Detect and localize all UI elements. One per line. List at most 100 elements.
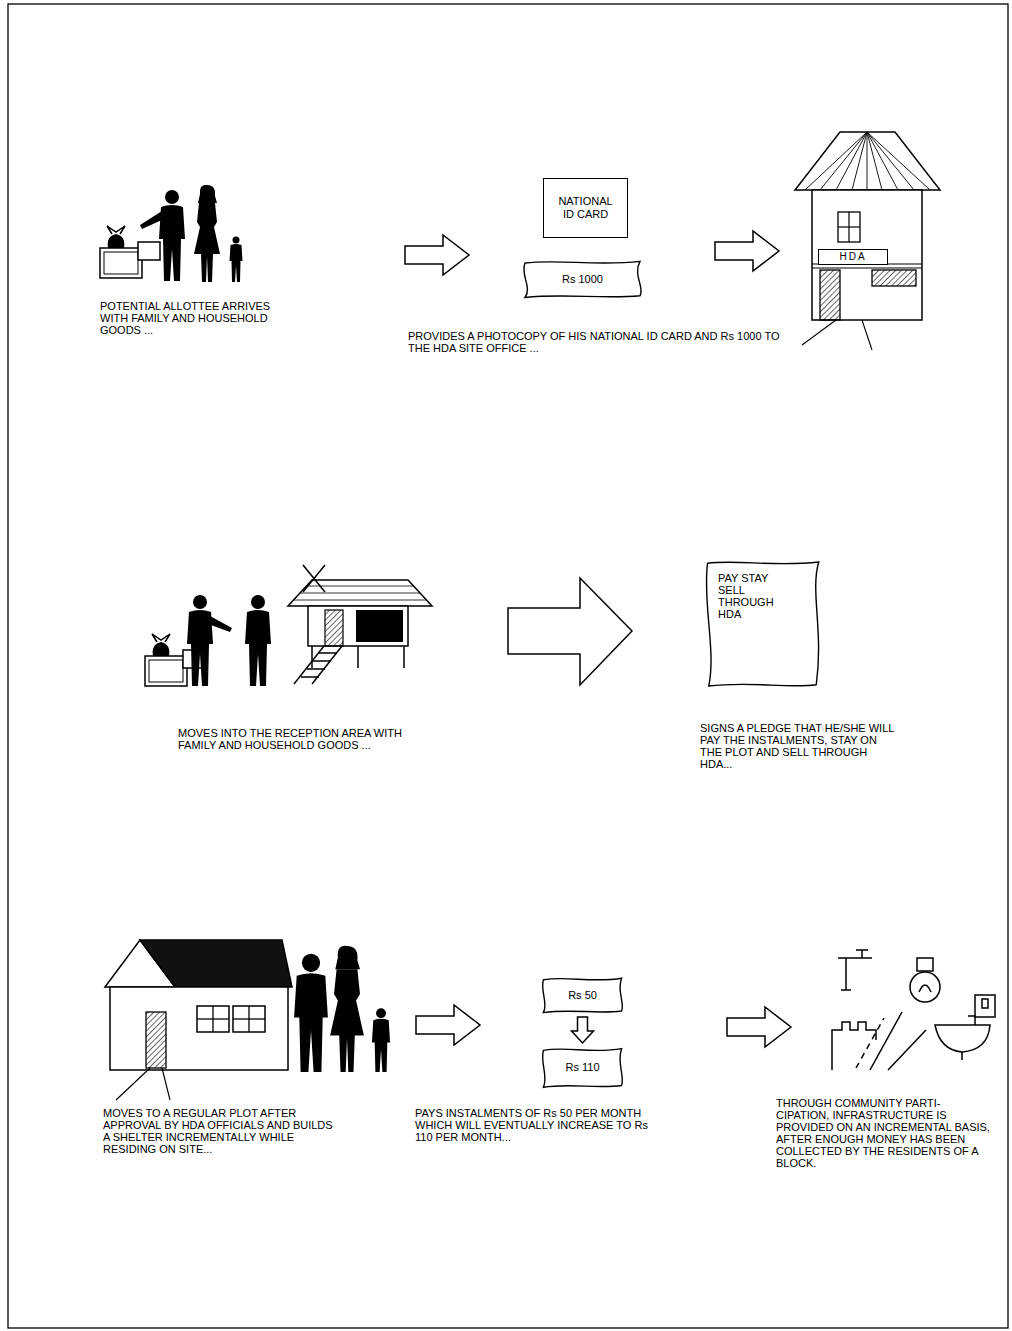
node-text: NATIONAL ID CARD (552, 195, 619, 221)
arriving-family-part (230, 237, 243, 283)
site-office-building (795, 132, 940, 350)
site-office-building-part-part (852, 132, 867, 190)
node-text: Rs 110 (565, 1061, 599, 1074)
office-sign: HDA (818, 249, 888, 265)
house-and-family-part (197, 1006, 229, 1032)
house-and-family (105, 940, 390, 1100)
site-office-building-part-part (867, 132, 868, 190)
step-caption: POTENTIAL ALLOTTEE ARRIVES WITH FAMILY A… (100, 300, 280, 336)
arriving-family-part-part (159, 190, 185, 281)
page-frame (8, 4, 1008, 1328)
arriving-family-part (194, 185, 220, 282)
infrastructure-icons-part (919, 985, 931, 992)
reception-scene-part (303, 565, 325, 592)
house-and-family-part (146, 1012, 166, 1068)
reception-scene-part (303, 565, 325, 592)
step-caption: SIGNS A PLEDGE THAT HE/SHE WILL PAY THE … (700, 722, 900, 770)
infrastructure-icons-part (856, 1018, 884, 1068)
reception-scene-part (325, 610, 343, 646)
site-office-building-part (838, 226, 860, 227)
site-office-building-part (805, 132, 930, 190)
reception-scene-part-part (208, 616, 232, 632)
arriving-family-part (140, 190, 185, 281)
reception-scene-part-part (307, 668, 325, 670)
site-office-building-part (872, 270, 916, 286)
step-arrow (508, 578, 632, 685)
site-office-building-part (820, 270, 840, 320)
site-office-building-part (812, 267, 922, 268)
house-and-family-part (116, 1068, 150, 1100)
site-office-building-part (802, 320, 836, 345)
step-arrow-part (405, 235, 469, 275)
outline-path (543, 1049, 623, 1088)
reception-scene-part-part (313, 660, 331, 662)
infrastructure-icons-part (917, 958, 933, 971)
reception-scene-part-part (311, 646, 313, 668)
arriving-family (100, 185, 243, 282)
site-office-building-part (838, 212, 860, 242)
arriving-family-part-part (140, 211, 164, 229)
reception-scene-part-part (294, 646, 324, 684)
money-note: Rs 50 (540, 975, 625, 1015)
house-and-family-part (233, 1018, 265, 1019)
site-office-building-part-part (867, 132, 930, 190)
site-office-building-part-part (836, 132, 867, 190)
id-card-box: NATIONAL ID CARD (543, 178, 628, 238)
house-and-family-part (197, 1018, 229, 1019)
step-caption: MOVES TO A REGULAR PLOT AFTER APPROVAL B… (103, 1107, 335, 1155)
step-caption: PROVIDES A PHOTOCOPY OF HIS NATIONAL ID … (408, 330, 783, 354)
infrastructure-icons-part (935, 1025, 990, 1052)
money-note: Rs 110 (540, 1045, 625, 1090)
reception-scene-part-part (306, 586, 414, 587)
infrastructure-icons-part (962, 1016, 975, 1060)
site-office-building-part-part (867, 132, 914, 190)
site-office-building-part-part (820, 132, 867, 190)
reception-scene-part (308, 606, 408, 646)
step-arrow-part (715, 231, 779, 271)
arriving-family-part (100, 226, 160, 278)
reception-scene-part (356, 610, 403, 642)
reception-scene (145, 565, 432, 686)
site-office-building-part (795, 132, 940, 190)
infrastructure-icons-part (910, 972, 940, 1002)
step-arrow-part (416, 1005, 480, 1045)
step-caption: PAYS INSTALMENTS OF Rs 50 PER MONTH WHIC… (415, 1107, 653, 1143)
house-and-family-part (372, 1008, 390, 1072)
site-office-building-part (862, 320, 872, 350)
site-office-building-part-part (867, 132, 898, 190)
reception-scene-part-part (357, 646, 359, 668)
site-office-building-part-part (805, 132, 867, 190)
infrastructure-icons-part (888, 1030, 926, 1070)
infrastructure-icons-part (832, 1022, 876, 1070)
reception-scene-part (187, 595, 232, 686)
step-caption: MOVES INTO THE RECEPTION AREA WITH FAMIL… (178, 727, 413, 751)
outline-path (543, 978, 623, 1012)
money-note: Rs 1000 (520, 258, 645, 300)
step-arrow-part (727, 1007, 791, 1047)
outline-path (524, 261, 641, 297)
reception-scene-part-part (312, 646, 342, 684)
node-text: PAY STAY SELL THROUGH HDA (718, 572, 774, 620)
house-and-family-part (140, 940, 292, 987)
node-text: Rs 1000 (562, 273, 603, 286)
reception-scene-part-part (187, 595, 213, 686)
reception-scene-part-part (403, 646, 405, 668)
reception-scene-part-part (301, 676, 319, 678)
step-caption: THROUGH COMMUNITY PARTI- CIPATION, INFRA… (776, 1097, 991, 1169)
outline-path (706, 562, 818, 686)
infrastructure-icons (832, 950, 995, 1070)
house-and-family-part (294, 954, 328, 1072)
reception-scene-part-part (319, 652, 337, 654)
house-and-family-part (330, 946, 364, 1072)
site-office-building-part (812, 190, 922, 320)
reception-scene-part (245, 595, 271, 686)
infrastructure-icons-part (982, 999, 988, 1008)
house-and-family-part (110, 987, 288, 1070)
reception-scene-part-part (300, 593, 420, 594)
infrastructure-icons-part (975, 995, 995, 1017)
infrastructure-icons-part (838, 950, 872, 990)
house-and-family-part (233, 1006, 265, 1032)
house-and-family-part (162, 1068, 170, 1100)
